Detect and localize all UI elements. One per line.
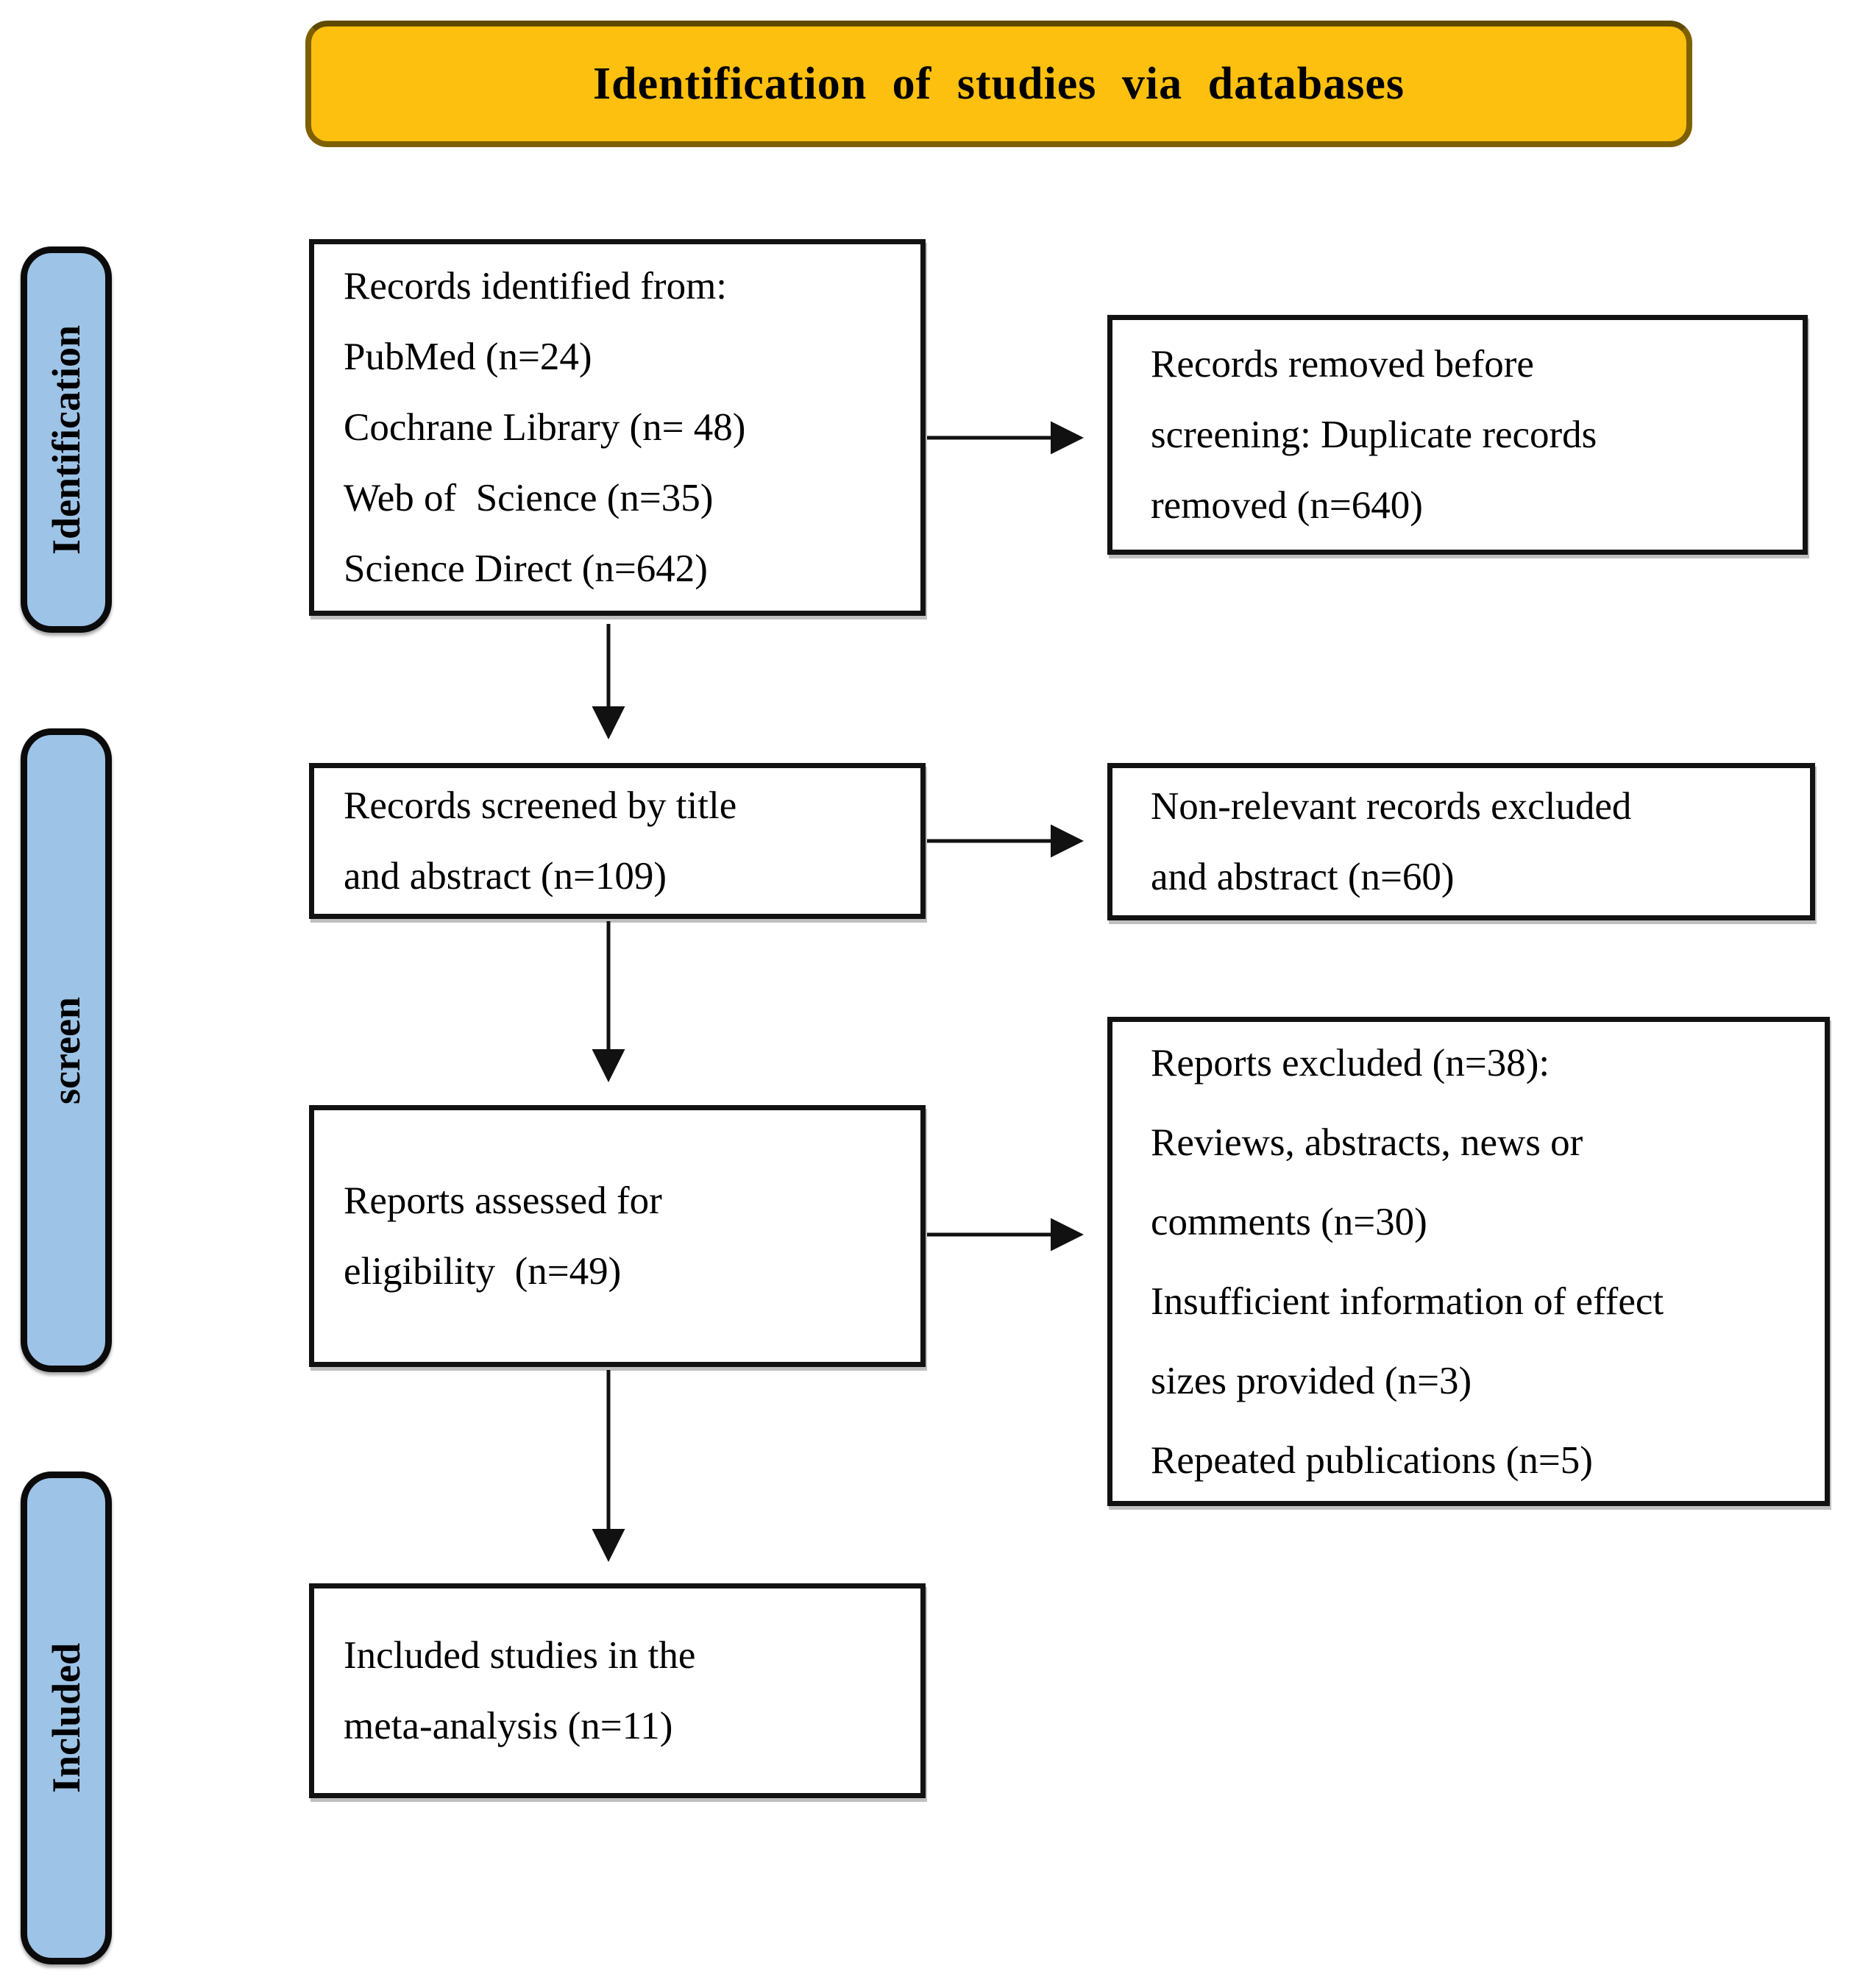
records-identified-line: PubMed (n=24) [344, 336, 592, 378]
records-removed-line: removed (n=640) [1151, 484, 1423, 527]
box-reports-excluded: Reports excluded (n=38): Reviews, abstra… [1107, 1017, 1830, 1506]
stage-included-label: Included [44, 1642, 88, 1794]
records-screened-line: and abstract (n=109) [344, 855, 667, 898]
box-nonrelevant-excluded: Non-relevant records excluded and abstra… [1107, 763, 1815, 920]
stage-identification-label: Identification [44, 324, 89, 555]
diagram-title: Identification of studies via databases [592, 58, 1405, 109]
records-identified-line: Cochrane Library (n= 48) [344, 406, 746, 449]
stage-screen-label: screen [44, 996, 89, 1104]
nonrelevant-excluded-line: Non-relevant records excluded [1151, 785, 1632, 828]
box-included-studies: Included studies in the meta-analysis (n… [309, 1583, 926, 1798]
box-records-identified: Records identified from: PubMed (n=24) C… [309, 239, 926, 616]
records-identified-line: Science Direct (n=642) [344, 547, 708, 590]
stage-identification: Identification [21, 246, 112, 633]
records-identified-line: Records identified from: [344, 265, 728, 308]
reports-excluded-line: Reviews, abstracts, news or [1151, 1121, 1583, 1164]
reports-excluded-line: Reports excluded (n=38): [1151, 1041, 1550, 1084]
records-removed-line: Records removed before [1151, 343, 1534, 386]
reports-excluded-line: sizes provided (n=3) [1151, 1359, 1472, 1402]
box-records-screened: Records screened by title and abstract (… [309, 763, 926, 919]
reports-assessed-line: eligibility (n=49) [344, 1250, 622, 1293]
stage-screen: screen [21, 728, 112, 1372]
nonrelevant-excluded-line: and abstract (n=60) [1151, 856, 1455, 898]
records-screened-line: Records screened by title [344, 784, 737, 827]
records-identified-line: Web of Science (n=35) [344, 477, 714, 519]
reports-excluded-line: Repeated publications (n=5) [1151, 1438, 1593, 1482]
included-studies-line: meta-analysis (n=11) [344, 1705, 673, 1747]
reports-excluded-line: comments (n=30) [1151, 1200, 1427, 1243]
included-studies-line: Included studies in the [344, 1634, 696, 1677]
reports-assessed-line: Reports assessed for [344, 1179, 662, 1222]
stage-included: Included [21, 1472, 112, 1964]
records-removed-line: screening: Duplicate records [1151, 413, 1597, 456]
box-records-removed: Records removed before screening: Duplic… [1107, 315, 1808, 555]
title-banner: Identification of studies via databases [305, 21, 1692, 147]
reports-excluded-line: Insufficient information of effect [1151, 1279, 1664, 1323]
box-reports-assessed: Reports assessed for eligibility (n=49) [309, 1105, 926, 1367]
